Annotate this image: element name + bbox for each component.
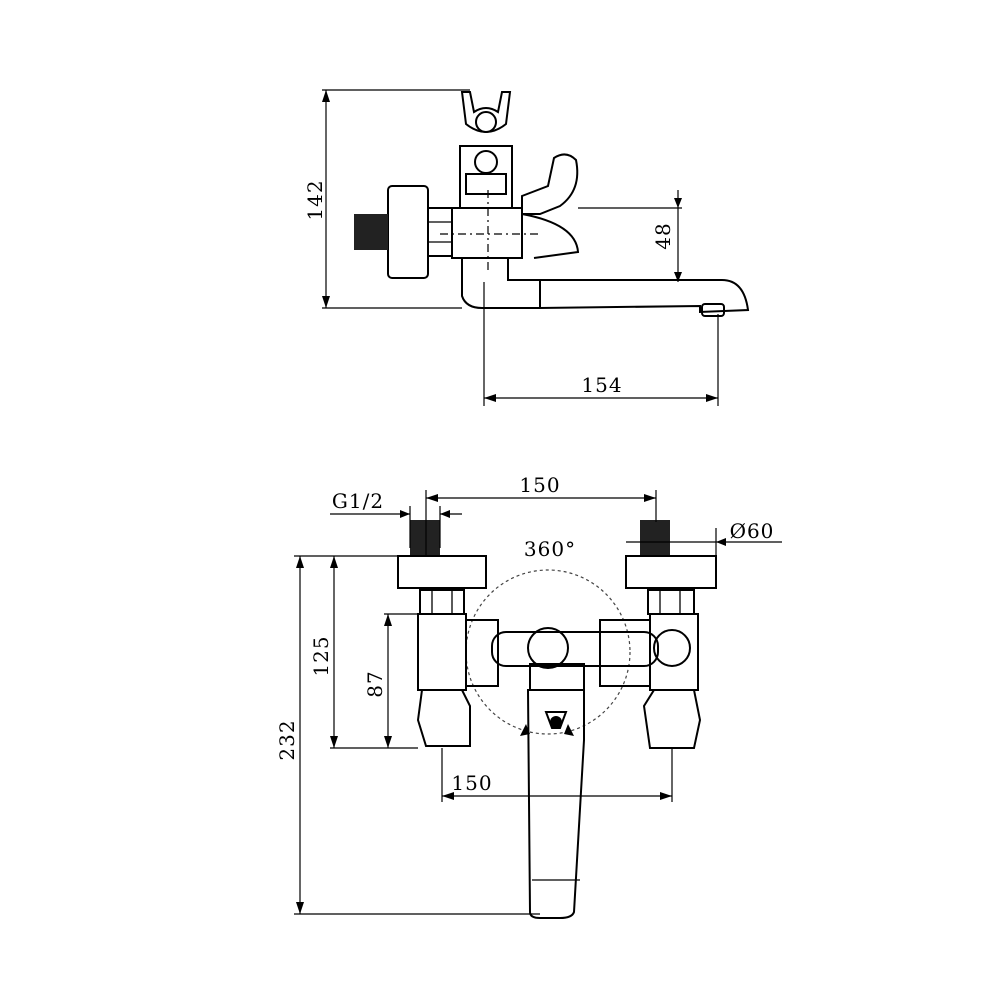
dim-125: 125 <box>309 635 333 676</box>
right-nut <box>647 589 695 615</box>
diverter-lever <box>491 631 659 667</box>
right-thread <box>640 520 670 556</box>
side-view: 142 48 154 <box>303 89 750 406</box>
left-escutcheon <box>397 555 487 589</box>
side-aerator <box>701 303 725 317</box>
side-holder <box>460 91 512 133</box>
dim-150-top: 150 <box>519 473 560 497</box>
dim-154: 154 <box>581 373 622 397</box>
plan-view: 360° G1/2 <box>275 473 782 919</box>
left-arm <box>417 613 467 691</box>
side-escutcheon <box>387 185 429 279</box>
holder-ring <box>653 629 691 667</box>
dim-g12: G1/2 <box>332 489 384 513</box>
left-thread <box>410 520 440 556</box>
side-elbow <box>461 258 540 309</box>
side-spout <box>539 279 750 314</box>
dim-87: 87 <box>363 670 387 697</box>
dim-232: 232 <box>275 719 299 760</box>
dim-dia60: Ø60 <box>730 519 775 543</box>
dim-142: 142 <box>303 179 327 220</box>
dim-150-bottom: 150 <box>451 771 492 795</box>
side-lever <box>521 153 579 215</box>
side-body <box>451 207 523 259</box>
side-outlet <box>521 213 580 259</box>
rotation-circle <box>465 569 631 735</box>
dim-48: 48 <box>651 222 675 249</box>
plan-spout <box>526 689 585 919</box>
right-escutcheon <box>625 555 717 589</box>
left-handle <box>416 689 471 747</box>
side-diverter <box>459 145 513 209</box>
diverter-hub <box>527 627 569 669</box>
dim-360: 360° <box>524 537 576 561</box>
side-thread <box>354 214 388 250</box>
left-nut <box>419 589 465 615</box>
right-handle <box>642 689 702 749</box>
side-nut <box>427 207 453 257</box>
